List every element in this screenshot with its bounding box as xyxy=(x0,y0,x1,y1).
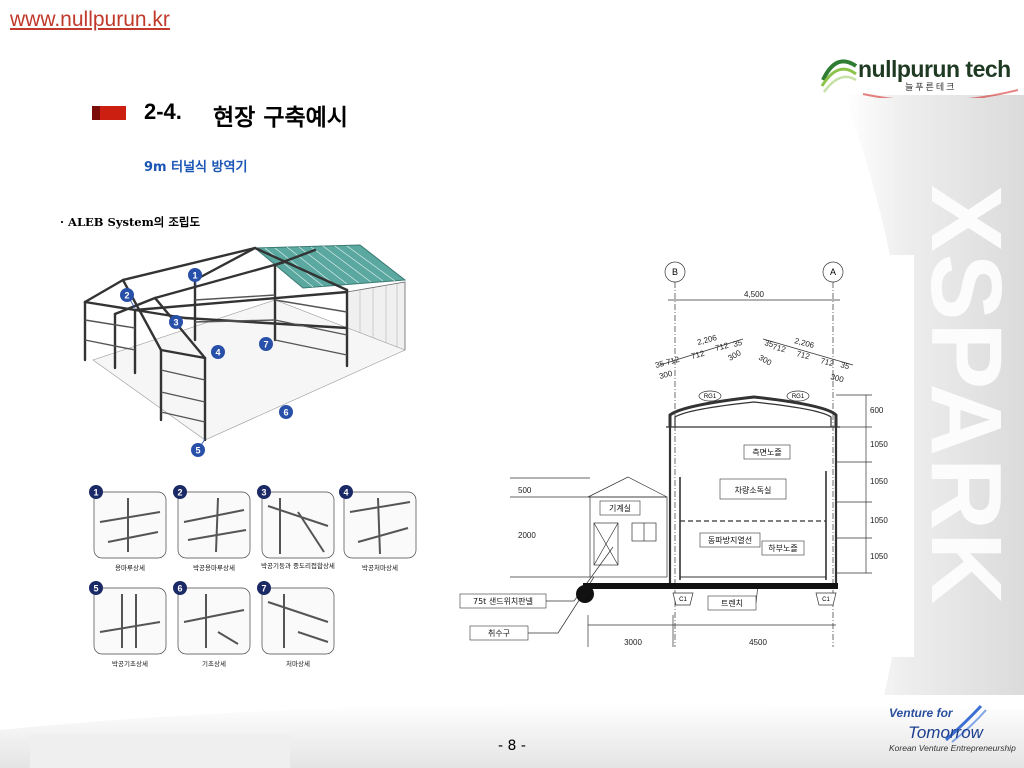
arch-left-seg-5: 35 xyxy=(732,338,743,349)
subtitle: 9m 터널식 방역기 xyxy=(144,160,248,175)
height-left-2: 2000 xyxy=(518,531,536,540)
arch-right-span: 2,206 xyxy=(793,336,815,350)
iso-marker-3: 3 xyxy=(169,315,183,329)
section-number: 2-4. xyxy=(144,99,182,124)
detail-caption-2: 박공용마루상세 xyxy=(193,564,235,572)
detail-caption-5: 박공기초상세 xyxy=(112,660,148,668)
venture-line-2: Tomorrow xyxy=(908,723,983,742)
arch-left-small: 300 xyxy=(727,348,744,363)
iso-marker-1: 1 xyxy=(188,268,202,287)
svg-text:1: 1 xyxy=(93,488,98,498)
aleb-caption-text: ALEB System의 조립도 xyxy=(68,215,201,229)
section-title: 현장 구축예시 xyxy=(213,105,348,131)
site-link[interactable]: www.nullpurun.kr xyxy=(10,8,170,31)
svg-text:5: 5 xyxy=(195,446,200,456)
arch-left-seg-4: 712 xyxy=(714,341,730,353)
svg-text:3: 3 xyxy=(173,318,178,328)
c1-left-label: C1 xyxy=(679,597,687,603)
iso-marker-2: 2 xyxy=(120,288,136,309)
venture-logo xyxy=(944,704,987,743)
logo-name: nullpurun tech xyxy=(858,56,1011,82)
detail-grid: 1 2 3 4 5 6 7 용마루상세 박공용마루상세 박공기둥과 중도리접합상… xyxy=(88,482,424,670)
height-right-3: 1050 xyxy=(870,477,888,486)
rg-left-label: RG1 xyxy=(704,394,717,400)
svg-text:2: 2 xyxy=(177,488,182,498)
svg-text:1: 1 xyxy=(192,271,197,281)
c1-right-label: C1 xyxy=(822,597,830,603)
detail-caption-4: 박공처마상세 xyxy=(362,564,398,572)
drain-label: 취수구 xyxy=(488,629,510,638)
svg-text:6: 6 xyxy=(177,584,182,594)
iso-marker-5: 5 xyxy=(191,438,206,457)
page-number: - 8 - xyxy=(498,738,526,754)
grid-a-label: A xyxy=(830,267,836,277)
arch-left-rise: 300 xyxy=(658,369,674,381)
iso-marker-6: 6 xyxy=(279,405,293,419)
grid-b-label: B xyxy=(672,267,678,277)
trench-label: 트렌치 xyxy=(721,598,743,608)
height-right-2: 1050 xyxy=(870,440,888,449)
height-right-1: 600 xyxy=(870,406,884,415)
venture-line-1: Venture for xyxy=(889,706,953,720)
svg-text:3: 3 xyxy=(261,488,266,498)
svg-text:2: 2 xyxy=(124,291,129,301)
logo-subtitle: 늘푸른테크 xyxy=(905,83,957,93)
right-decoration: XSPARK xyxy=(844,95,1024,695)
svg-text:6: 6 xyxy=(283,408,288,418)
detail-marker-4: 4 xyxy=(339,485,353,499)
detail-marker-7: 7 xyxy=(257,581,271,595)
detail-marker-6: 6 xyxy=(173,581,187,595)
arch-right-seg-1: 35 xyxy=(763,338,774,349)
aleb-caption: · ALEB System의 조립도 xyxy=(60,215,201,229)
company-logo xyxy=(820,59,1018,98)
arch-left-seg-3: 712 xyxy=(690,349,706,361)
arch-right-seg-5: 35 xyxy=(839,360,850,371)
venture-line-3: Korean Venture Entrepreneurship xyxy=(889,743,1016,753)
side-nozzle-label: 측면노즐 xyxy=(752,447,781,457)
arch-left-seg-1: 35 xyxy=(654,359,665,370)
iso-marker-4: 4 xyxy=(211,345,225,359)
svg-text:4: 4 xyxy=(215,348,220,358)
rg-right-label: RG1 xyxy=(792,394,805,400)
panel-label: 75t 샌드위치판넬 xyxy=(473,597,533,606)
title-marker-icon xyxy=(92,106,126,120)
detail-caption-7: 처마상세 xyxy=(286,660,310,668)
watermark-text: XSPARK xyxy=(910,185,1022,606)
detail-marker-3: 3 xyxy=(257,485,271,499)
detail-caption-1: 용마루상세 xyxy=(115,564,145,572)
detail-marker-2: 2 xyxy=(173,485,187,499)
svg-text:5: 5 xyxy=(93,584,98,594)
detail-caption-3: 박공기둥과 중도리접합상세 xyxy=(261,562,335,570)
height-left-1: 500 xyxy=(518,486,532,495)
disinfection-room-label: 차량소독실 xyxy=(735,485,772,495)
machine-room-label: 기계실 xyxy=(609,503,631,513)
svg-text:7: 7 xyxy=(263,340,268,350)
isometric-frame-drawing: 1 2 3 4 5 6 7 xyxy=(83,244,407,457)
bottom-right-span: 4500 xyxy=(749,638,767,647)
detail-marker-5: 5 xyxy=(89,581,103,595)
detail-marker-1: 1 xyxy=(89,485,103,499)
svg-text:4: 4 xyxy=(343,488,348,498)
freeze-wire-label: 동파방지열선 xyxy=(708,535,752,545)
section-drawing: RG1 RG1 C1 C1 B A 4,500 2,206 2,206 35 7… xyxy=(458,255,914,657)
arch-left-seg-2: 712 xyxy=(665,355,681,367)
arch-right-seg-4: 712 xyxy=(819,356,835,368)
bottom-nozzle-label: 하부노즐 xyxy=(768,543,797,553)
height-right-5: 1050 xyxy=(870,552,888,561)
svg-text:7: 7 xyxy=(261,584,266,594)
footer-band xyxy=(0,703,1024,768)
top-span-label: 4,500 xyxy=(744,290,765,299)
arch-right-seg-3: 712 xyxy=(795,349,811,361)
iso-marker-7: 7 xyxy=(259,337,273,351)
bottom-left-span: 3000 xyxy=(624,638,642,647)
arch-right-small: 300 xyxy=(757,353,774,368)
height-right-4: 1050 xyxy=(870,516,888,525)
arch-right-seg-2: 712 xyxy=(771,342,787,354)
detail-caption-6: 기초상세 xyxy=(202,660,226,668)
arch-right-rise: 300 xyxy=(829,372,845,384)
